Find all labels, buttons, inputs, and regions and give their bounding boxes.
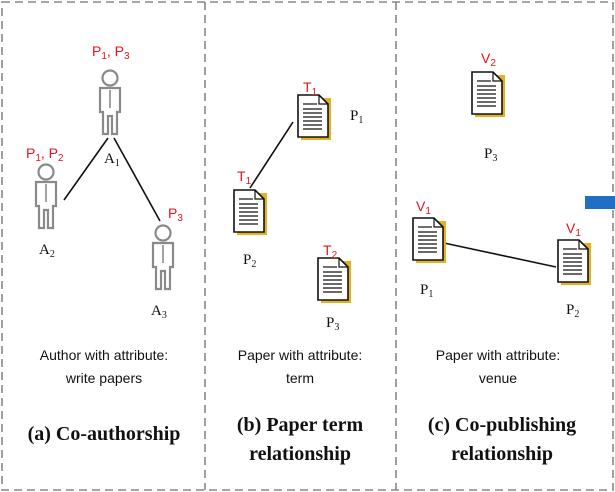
- panel-co-authorship: P1, P3 P1, P2 P3 A1 A2 A3 Author with at…: [26, 43, 183, 445]
- blue-marker-shape: [585, 196, 615, 209]
- edge-c-p1-p2: [443, 242, 557, 268]
- author-a1-person-icon: [98, 69, 122, 136]
- paper-b2-label: P2: [243, 252, 256, 270]
- edge-a1-a2: [63, 137, 109, 201]
- term-t1-left-label: T1: [237, 168, 252, 187]
- caption-b-line1: Paper with attribute:: [238, 347, 363, 363]
- paper-c3-document-icon: [471, 71, 506, 118]
- caption-a-line1: Author with attribute:: [40, 347, 168, 363]
- paper-b1-document-icon: [297, 94, 332, 141]
- author-a2-person-icon: [34, 163, 58, 230]
- paper-b3-document-icon: [317, 257, 352, 304]
- paper-c2-label: P2: [566, 302, 579, 320]
- paper-b3-label: P3: [326, 315, 339, 333]
- term-t1-top-label: T1: [303, 79, 318, 98]
- venue-v1-right-label: V1: [566, 220, 581, 239]
- title-b-line1: (b) Paper term: [237, 414, 364, 436]
- paper-c1-label: P1: [420, 282, 433, 300]
- caption-c-line1: Paper with attribute:: [436, 347, 561, 363]
- caption-a-line2: write papers: [65, 370, 142, 386]
- author-a2-label: A2: [39, 242, 55, 260]
- venue-v1-left-label: V1: [416, 198, 431, 217]
- title-a: (a) Co-authorship: [28, 423, 181, 445]
- venue-v2-label: V2: [481, 50, 496, 69]
- paper-c2-document-icon: [557, 239, 592, 286]
- edge-a1-a3: [113, 137, 161, 222]
- paper-b2-document-icon: [233, 189, 268, 236]
- author-a3-label: A3: [151, 303, 167, 321]
- paper-b1-label: P1: [350, 108, 363, 126]
- title-c-line2: relationship: [451, 443, 553, 465]
- paper-c3-label: P3: [484, 146, 497, 164]
- panel-paper-term: T1 T1 T2 P1 P2 P3 Paper with attribute: …: [233, 79, 364, 465]
- term-t2-label: T2: [323, 242, 338, 261]
- edge-b-p1-p2: [249, 121, 294, 189]
- author-a3-person-icon: [151, 224, 175, 291]
- author-a1-papers-label: P1, P3: [92, 43, 130, 62]
- author-a1-label: A1: [104, 151, 120, 169]
- title-b-line2: relationship: [249, 443, 351, 465]
- caption-c-line2: venue: [479, 370, 517, 386]
- panel-co-publishing: V2 V1 V1 P3 P1 P2 Paper with attribute: …: [412, 50, 615, 465]
- author-a2-papers-label: P1, P2: [26, 145, 64, 164]
- title-c-line1: (c) Co-publishing: [428, 414, 576, 436]
- caption-b-line2: term: [286, 370, 314, 386]
- paper-c1-document-icon: [412, 217, 447, 264]
- author-a3-papers-label: P3: [168, 205, 183, 224]
